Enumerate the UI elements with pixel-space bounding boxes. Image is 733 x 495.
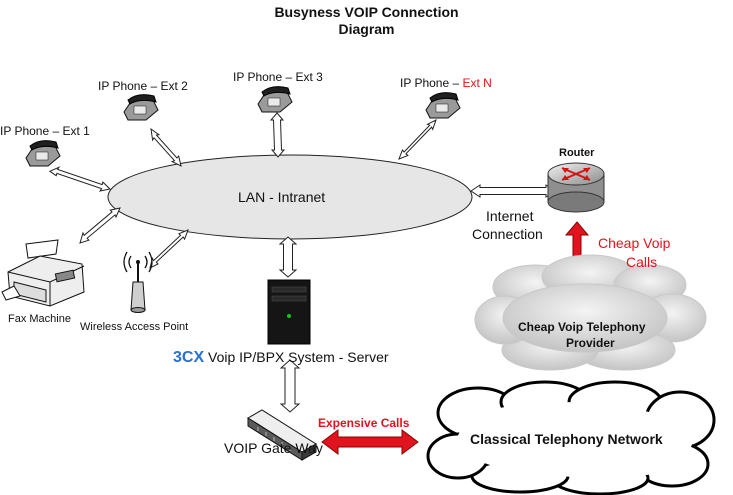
router-icon — [547, 162, 605, 213]
arrow-lan-server — [278, 236, 298, 278]
arrow-internet-connection — [470, 184, 556, 198]
ip-phone-ext1-label: IP Phone – Ext 1 — [0, 124, 90, 138]
server-brand: 3CX — [173, 349, 205, 366]
internet-label-line1: Internet — [486, 208, 534, 224]
ip-phone-extn-suffix: Ext N — [462, 76, 492, 90]
lan-label: LAN - Intranet — [238, 189, 326, 205]
title-line-1: Busyness VOIP Connection — [274, 4, 459, 20]
provider-label-line2: Provider — [566, 336, 615, 350]
wireless-access-point-label: Wireless Access Point — [80, 321, 189, 333]
ip-phone-ext3-icon — [257, 86, 293, 113]
arrow-server-gateway — [279, 359, 301, 413]
ip-phone-ext1-icon — [25, 140, 61, 167]
cheap-calls-line1: Cheap Voip — [598, 235, 671, 251]
fax-machine-label: Fax Machine — [8, 313, 71, 325]
expensive-calls-label: Expensive Calls — [318, 416, 410, 430]
wireless-access-point-icon — [123, 251, 153, 313]
title-line-2: Diagram — [338, 21, 395, 37]
ip-phone-ext3-label: IP Phone – Ext 3 — [233, 70, 323, 84]
arrow-phoneN-lan — [398, 118, 437, 160]
arrow-gateway-classical — [321, 429, 419, 455]
arrow-wap-lan — [149, 229, 189, 269]
arrow-phone1-lan — [48, 166, 111, 192]
server-label-text: Voip IP/BPX System - Server — [204, 349, 389, 365]
internet-label-line2: Connection — [472, 226, 543, 242]
arrow-phone2-lan — [150, 127, 182, 167]
ip-phone-ext2-icon — [123, 94, 159, 121]
classical-network-label: Classical Telephony Network — [470, 431, 663, 447]
arrow-fax-lan — [79, 207, 121, 244]
router-label: Router — [559, 147, 595, 159]
voip-gateway-icon — [247, 409, 317, 461]
ip-phone-ext2-label: IP Phone – Ext 2 — [98, 79, 188, 93]
ip-phone-extn-label: IP Phone – Ext N — [400, 76, 492, 90]
provider-cloud — [474, 254, 707, 371]
ip-phone-extn-prefix: IP Phone – — [400, 76, 463, 90]
ip-phone-extn-icon — [425, 92, 461, 119]
voip-gateway-label: VOIP Gate Way — [224, 440, 323, 456]
fax-machine-icon — [1, 239, 85, 307]
arrow-phone3-lan — [269, 112, 286, 158]
provider-label-line1: Cheap Voip Telephony — [518, 320, 646, 334]
server-icon — [267, 279, 311, 345]
cheap-calls-line2: Calls — [626, 254, 658, 270]
server-label: 3CX Voip IP/BPX System - Server — [173, 348, 389, 367]
diagram-title: Busyness VOIP Connection Diagram — [0, 4, 733, 38]
